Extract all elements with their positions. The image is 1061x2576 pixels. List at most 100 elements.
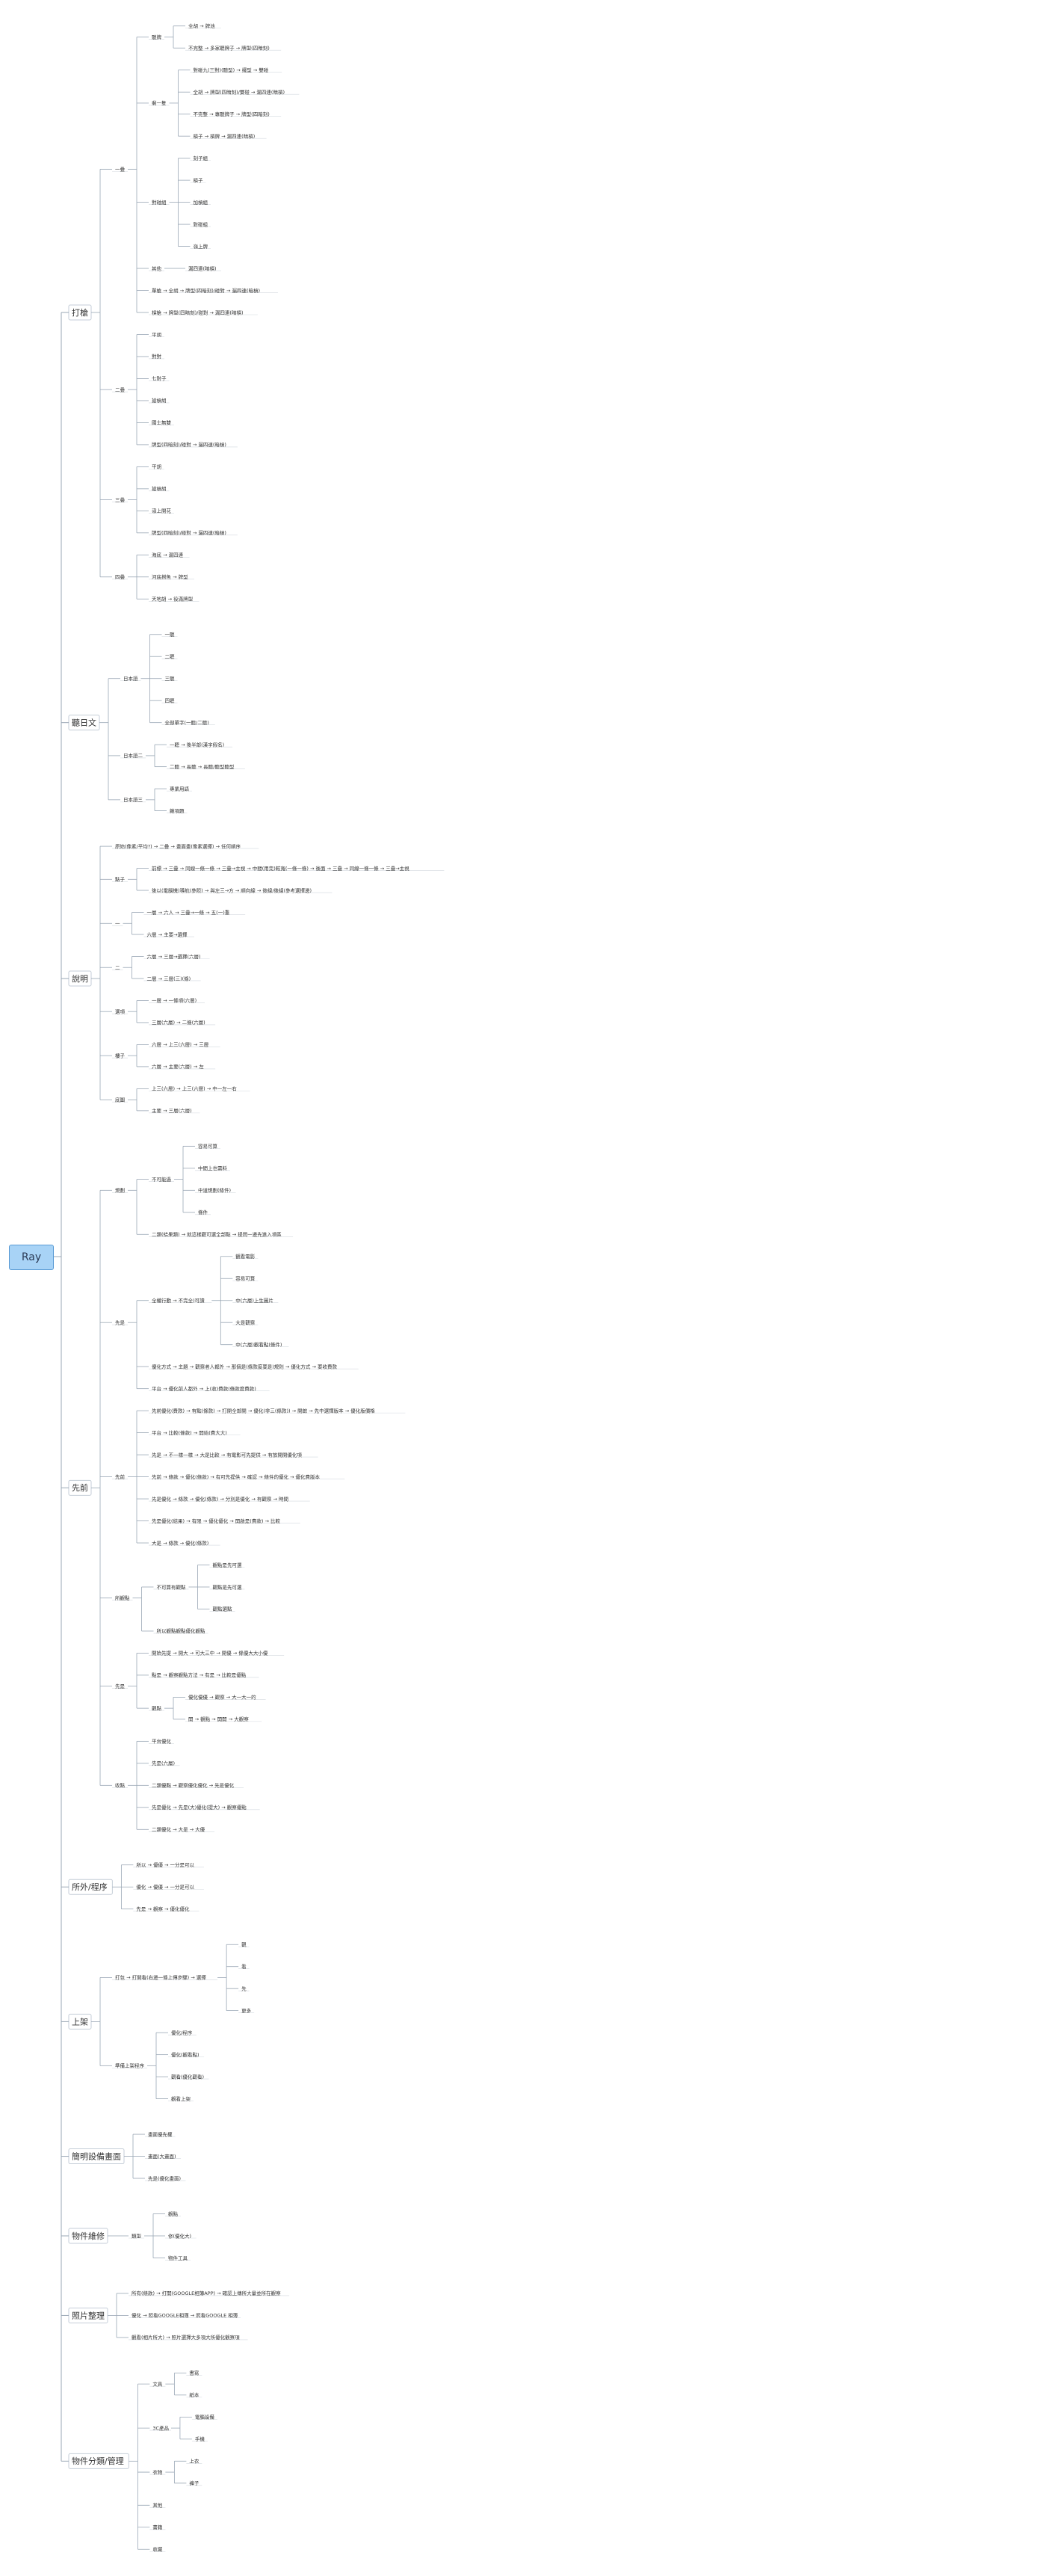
leaf-node[interactable]: 一疊	[112, 167, 128, 173]
branch-node[interactable]: 所外/程序	[68, 1879, 113, 1895]
leaf-node[interactable]: 原始(像素/平均?) → 二疊 → 畫面畫(像素選擇) → 任何順序	[112, 842, 259, 849]
leaf-node[interactable]: 樓子	[112, 1052, 128, 1059]
leaf-node[interactable]: 平台 → 優化前人都外 → 上(收)費款(條款度費款)	[149, 1385, 270, 1392]
leaf-node[interactable]: 二層 → 三層(三)(條)	[143, 975, 201, 982]
leaf-node[interactable]: 條件	[195, 1209, 211, 1215]
leaf-node[interactable]: 手機	[191, 2435, 208, 2442]
leaf-node[interactable]: 牌型(四暗刻)/碰對 → 漏四連(暗槓)	[149, 529, 238, 536]
leaf-node[interactable]: 衣物	[149, 2468, 166, 2475]
branch-node[interactable]: 物件維修	[68, 2228, 108, 2244]
leaf-node[interactable]: 牌型(四暗刻)/碰對 → 漏四連(暗槓)	[149, 441, 238, 448]
leaf-node[interactable]: 專業用語	[167, 785, 192, 792]
leaf-node[interactable]: 雜項題	[167, 807, 188, 814]
leaf-node[interactable]: 一層 → 六人 → 三疊→一條 → 五(一)重	[143, 909, 246, 916]
leaf-node[interactable]: 上三(六層) → 上三(六層) → 中一左一右	[149, 1085, 250, 1092]
leaf-node[interactable]: 容易可算	[232, 1275, 259, 1282]
leaf-node[interactable]: 六層 → 三層→選擇(六層)	[143, 953, 210, 960]
leaf-node[interactable]: 二類優化 → 大是 → 大優	[149, 1826, 215, 1833]
leaf-node[interactable]: 物件工具	[165, 2255, 191, 2261]
leaf-node[interactable]: 槓槍 → 牌型(四暗刻)/碰對 → 漏四連(暗槓)	[149, 309, 258, 315]
leaf-node[interactable]: 不可算有觀點	[153, 1583, 189, 1590]
leaf-node[interactable]: 搶槓胡	[149, 397, 170, 404]
leaf-node[interactable]: 優化 → 優優 → 一分是可以	[133, 1884, 204, 1891]
leaf-node[interactable]: 看	[238, 1964, 250, 1970]
leaf-node[interactable]: 開 → 觀點 → 開開 → 大觀察	[185, 1716, 262, 1722]
leaf-node[interactable]: 槓子	[190, 176, 206, 183]
leaf-node[interactable]: 國士無雙	[149, 419, 174, 426]
leaf-node[interactable]: 規劃	[112, 1187, 128, 1194]
leaf-node[interactable]: 中(六層)觀看點(條件)	[232, 1341, 289, 1348]
leaf-node[interactable]: 平胡	[149, 331, 164, 338]
leaf-node[interactable]: 打包 → 打開看(右邊一條上傳步驟) → 選擇	[112, 1974, 218, 1981]
branch-node[interactable]: 打槍	[68, 304, 92, 321]
leaf-node[interactable]: 全權行動 → 不完全)可讀	[149, 1297, 212, 1304]
leaf-node[interactable]: 先前	[112, 1473, 128, 1480]
branch-node[interactable]: 說明	[68, 970, 92, 987]
leaf-node[interactable]: 容易可算	[195, 1143, 220, 1150]
leaf-node[interactable]: 先前 → 條款 → 優化(條款) → 有可先提供 → 確認 → 條件的優化 → …	[149, 1473, 345, 1480]
leaf-node[interactable]: 觀看(優化觀看)	[168, 2073, 209, 2080]
leaf-node[interactable]: 上衣	[186, 2458, 202, 2465]
leaf-node[interactable]: 全部單字(一聽/二聽)	[161, 719, 215, 726]
leaf-node[interactable]: 收點	[112, 1782, 128, 1789]
leaf-node[interactable]: 四聽	[161, 697, 178, 703]
leaf-node[interactable]: 先是	[112, 1319, 128, 1325]
branch-node[interactable]: 先前	[68, 1479, 92, 1496]
leaf-node[interactable]: 紙本	[186, 2391, 202, 2398]
branch-node[interactable]: 物件分類/管理	[68, 2453, 129, 2469]
leaf-node[interactable]: 畫面優先權	[145, 2130, 176, 2137]
branch-node[interactable]: 照片整理	[68, 2307, 108, 2323]
leaf-node[interactable]: 更多	[238, 2007, 255, 2014]
leaf-node[interactable]: 所以觀點觀點優化觀點	[153, 1627, 208, 1634]
leaf-node[interactable]: 中道規劃(條件)	[195, 1187, 236, 1194]
leaf-node[interactable]: 平胡	[149, 463, 164, 470]
leaf-node[interactable]: 不完整 → 多家聽牌子 → 牌型(四暗刻)	[185, 44, 282, 51]
leaf-node[interactable]: 大是觀察	[232, 1319, 259, 1325]
leaf-node[interactable]: 不完整 → 專聽牌子 → 牌型(四暗刻)	[190, 111, 282, 117]
leaf-node[interactable]: 觀看上架	[168, 2095, 194, 2102]
leaf-node[interactable]: 對碰九(三對)(聽型) → 擺型 → 雙碰	[190, 67, 282, 73]
leaf-node[interactable]: 全胡 → 牌型(四暗刻)/雙碰 → 漏四連(暗槓)	[190, 88, 300, 95]
leaf-node[interactable]: 三疊	[112, 497, 128, 503]
leaf-node[interactable]: 類型	[129, 2232, 144, 2239]
leaf-node[interactable]: 一聽	[161, 631, 178, 638]
branch-node[interactable]: 上架	[68, 2013, 92, 2030]
leaf-node[interactable]: 一層 → 一條項(六層)	[149, 997, 205, 1004]
leaf-node[interactable]: 中(六層)上生圖片	[232, 1297, 279, 1304]
leaf-node[interactable]: 點子	[112, 876, 128, 883]
leaf-node[interactable]: 優化方式 → 主題 → 觀察者人都外 → 那個是(條款度要是)規則 → 優化方式…	[149, 1363, 359, 1369]
leaf-node[interactable]: 觀點選點	[209, 1606, 235, 1612]
leaf-node[interactable]: 3C產品	[149, 2424, 171, 2431]
leaf-node[interactable]: 優化 → 照看GOOGLE相簿 → 照看GOOGLE 相簿	[129, 2312, 241, 2319]
leaf-node[interactable]: 全胡 → 牌池	[185, 22, 222, 29]
leaf-node[interactable]: 先是(優化畫面)	[145, 2175, 186, 2181]
branch-node[interactable]: 聽日文	[68, 715, 100, 731]
leaf-node[interactable]: 底圖	[112, 1096, 128, 1103]
leaf-node[interactable]: 七對子	[149, 375, 170, 382]
leaf-node[interactable]: 漏四連(暗槓)	[185, 265, 222, 271]
leaf-node[interactable]: 所觀點	[112, 1594, 133, 1601]
leaf-node[interactable]: 準備上架程序	[112, 2062, 147, 2069]
leaf-node[interactable]: 收藏	[149, 2546, 166, 2553]
leaf-node[interactable]: 三層(六層) → 二條(六層)	[149, 1019, 216, 1026]
leaf-node[interactable]: 天地胡 → 役滿牌型	[149, 596, 199, 603]
leaf-node[interactable]: 其他	[149, 2502, 166, 2509]
leaf-node[interactable]: 開始先提 → 開大 → 可大三中 → 開優 → 條優大大小優	[149, 1650, 285, 1657]
leaf-node[interactable]: 後以(電腦機)導航(參照) → 與左三→方 → 順向線 → 後線/後線(參考選擇…	[149, 887, 332, 893]
leaf-node[interactable]: 其他	[149, 265, 164, 271]
leaf-node[interactable]: 對碰組	[149, 199, 170, 206]
leaf-node[interactable]: 優化(觀看點)	[168, 2051, 205, 2058]
leaf-node[interactable]: 六層 → 上三(六層) → 三層	[149, 1041, 220, 1048]
leaf-node[interactable]: 二聽	[161, 653, 178, 660]
leaf-node[interactable]: 二聽 → 長聽 → 長聽/聽型聽型	[167, 763, 245, 770]
leaf-node[interactable]: 二	[112, 965, 123, 971]
leaf-node[interactable]: 對碰組	[190, 221, 211, 227]
leaf-node[interactable]: 書籍	[149, 2524, 166, 2530]
leaf-node[interactable]: 平台優化	[149, 1738, 174, 1745]
leaf-node[interactable]: 搶槓胡	[149, 485, 170, 492]
leaf-node[interactable]: 先是(六層)	[149, 1760, 180, 1766]
leaf-node[interactable]: 觀點是先可選	[209, 1583, 245, 1590]
leaf-node[interactable]: 主要 → 三層(六層)	[149, 1107, 200, 1114]
leaf-node[interactable]: 文具	[149, 2380, 166, 2387]
leaf-node[interactable]: 電腦設備	[191, 2414, 217, 2421]
